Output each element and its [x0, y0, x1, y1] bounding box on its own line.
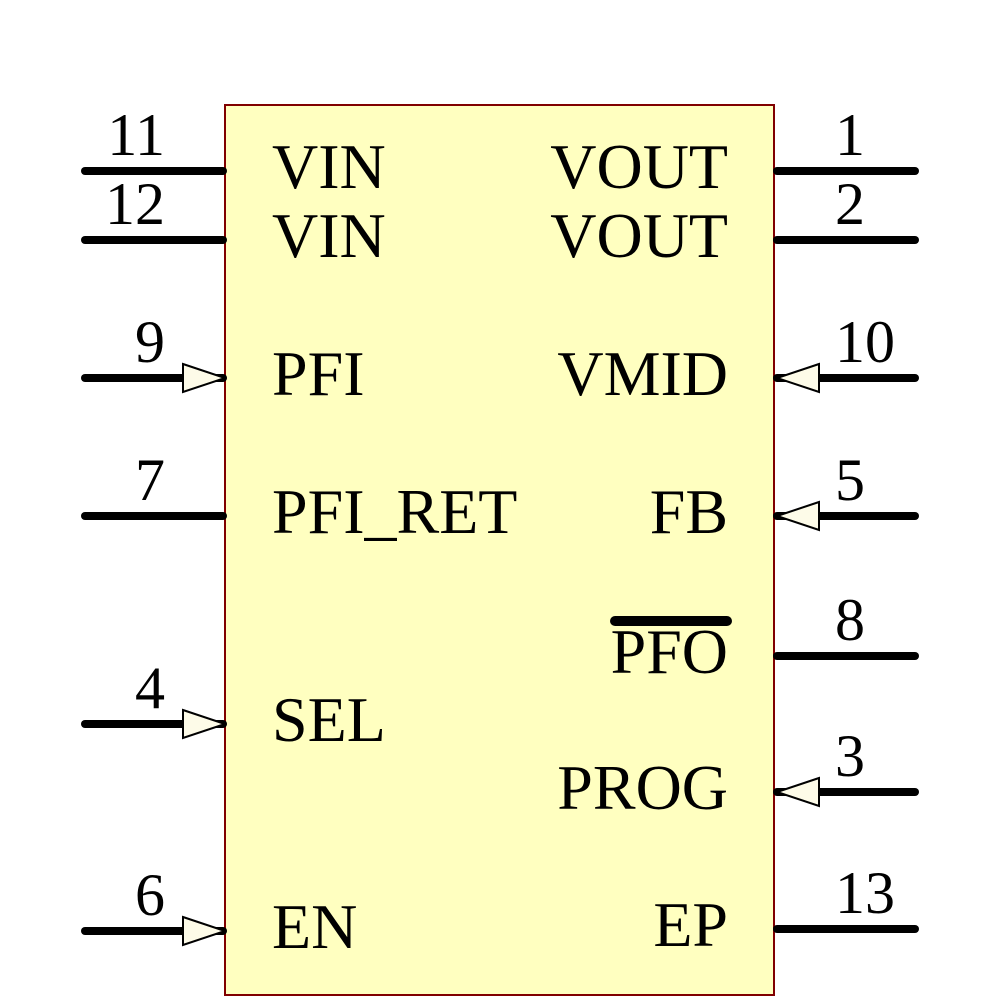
- pin-13-number: 13: [835, 860, 895, 926]
- pin-4-number: 4: [135, 655, 165, 721]
- pin-1-wire: [773, 167, 919, 175]
- pin-2-wire: [773, 236, 919, 244]
- pin-8-wire: [773, 652, 919, 660]
- pin-4-wire: [81, 720, 227, 728]
- pin-1-number: 1: [835, 102, 865, 168]
- pin-1-name: VOUT: [550, 131, 728, 202]
- pin-6-wire: [81, 927, 227, 935]
- pin-10-input-arrow-icon: [775, 362, 820, 394]
- pin-10-number: 10: [835, 309, 895, 375]
- pin-5-number: 5: [835, 447, 865, 513]
- pin-11-name: VIN: [272, 131, 386, 202]
- pin-10-wire: [773, 374, 919, 382]
- pin-6-input-arrow-icon: [182, 915, 227, 947]
- pin-12-name: VIN: [272, 200, 386, 271]
- ic-body: [224, 104, 775, 996]
- pin-9-wire: [81, 374, 227, 382]
- pin-5-input-arrow-icon: [775, 500, 820, 532]
- pin-9-name: PFI: [272, 338, 365, 409]
- pin-6-number: 6: [135, 862, 165, 928]
- pin-8-active-low-overline: [610, 616, 732, 626]
- pin-4-name: SEL: [272, 684, 386, 755]
- pin-11-number: 11: [107, 102, 165, 168]
- pin-11-wire: [81, 167, 227, 175]
- pin-12-number: 12: [105, 171, 165, 237]
- pin-9-number: 9: [135, 309, 165, 375]
- pin-7-wire: [81, 512, 227, 520]
- pin-6-name: EN: [272, 891, 358, 962]
- pin-8-name: PFO: [610, 616, 728, 687]
- pin-9-input-arrow-icon: [182, 362, 227, 394]
- pin-13-wire: [773, 925, 919, 933]
- pin-3-name: PROG: [557, 752, 728, 823]
- pin-12-wire: [81, 236, 227, 244]
- pin-4-input-arrow-icon: [182, 708, 227, 740]
- pin-3-wire: [773, 788, 919, 796]
- pin-7-name: PFI_RET: [272, 476, 518, 547]
- pin-5-name: FB: [649, 476, 728, 547]
- pin-7-number: 7: [135, 447, 165, 513]
- pin-10-name: VMID: [557, 338, 728, 409]
- pin-2-number: 2: [835, 171, 865, 237]
- pin-3-number: 3: [835, 723, 865, 789]
- pin-2-name: VOUT: [550, 200, 728, 271]
- pin-13-name: EP: [653, 889, 728, 960]
- pin-3-input-arrow-icon: [775, 776, 820, 808]
- pin-8-number: 8: [835, 587, 865, 653]
- pin-5-wire: [773, 512, 919, 520]
